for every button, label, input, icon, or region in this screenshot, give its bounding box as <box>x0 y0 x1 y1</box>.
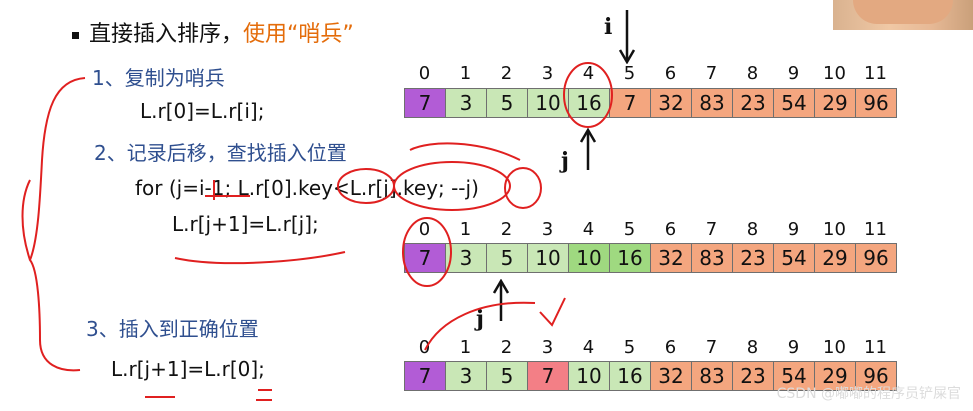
array-index-label: 11 <box>864 337 887 358</box>
array-index-label: 8 <box>746 337 759 358</box>
array-index-label: 11 <box>864 219 887 240</box>
array-cell: 32 <box>650 243 692 273</box>
array-cell: 32 <box>650 361 692 391</box>
array-index-label: 3 <box>541 337 554 358</box>
array-cell: 16 <box>609 361 651 391</box>
array-index-label: 1 <box>459 63 472 84</box>
array-index-label: 3 <box>541 219 554 240</box>
array-cell: 32 <box>650 88 692 118</box>
up-arrow-icon <box>492 279 510 321</box>
array-index-label: 9 <box>787 219 800 240</box>
array-index-label: 7 <box>705 219 718 240</box>
array-cell: 7 <box>404 88 446 118</box>
step-3-label: 3、插入到正确位置 <box>86 317 259 341</box>
array-index-label: 4 <box>582 337 595 358</box>
array-cell: 5 <box>486 88 528 118</box>
array-index-label: 11 <box>864 63 887 84</box>
array-cell: 7 <box>404 243 446 273</box>
array-cell: 83 <box>691 243 733 273</box>
up-arrow-icon <box>579 128 597 170</box>
slide-title: 直接插入排序，使用“哨兵” <box>72 16 354 48</box>
array-index-label: 8 <box>746 63 759 84</box>
array-index-label: 4 <box>582 219 595 240</box>
array-cell: 96 <box>855 88 897 118</box>
array-index-label: 9 <box>787 337 800 358</box>
marker-j-2: j <box>476 306 484 332</box>
array-cell: 23 <box>732 361 774 391</box>
watermark: CSDN @嘟嘟的程序员铲屎官 <box>776 386 961 402</box>
array-cell: 16 <box>568 88 610 118</box>
array-index-label: 10 <box>823 63 846 84</box>
code-line-3: L.r[j+1]=L.r[j]; <box>172 212 319 236</box>
step-1-label: 1、复制为哨兵 <box>92 66 225 90</box>
array-cell: 3 <box>445 243 487 273</box>
array-index-label: 6 <box>664 337 677 358</box>
down-arrow-icon <box>618 10 636 64</box>
array-index-label: 3 <box>541 63 554 84</box>
array-index-label: 0 <box>418 219 431 240</box>
array-index-label: 5 <box>623 337 636 358</box>
array-cell: 83 <box>691 88 733 118</box>
array-index-label: 6 <box>664 63 677 84</box>
array-cell: 5 <box>486 243 528 273</box>
array-cell: 7 <box>527 361 569 391</box>
array-cell: 10 <box>568 361 610 391</box>
title-highlight: 使用“哨兵” <box>243 22 354 47</box>
array-index-label: 2 <box>500 337 513 358</box>
array-index-label: 5 <box>623 219 636 240</box>
array-cell: 23 <box>732 243 774 273</box>
array-cell: 23 <box>732 88 774 118</box>
array-index-label: 2 <box>500 219 513 240</box>
marker-i: i <box>604 14 613 40</box>
array-index-label: 7 <box>705 337 718 358</box>
array-index-label: 1 <box>459 219 472 240</box>
array-cell: 96 <box>855 361 897 391</box>
array-cell: 7 <box>609 88 651 118</box>
array-cell: 29 <box>814 88 856 118</box>
array-index-label: 5 <box>623 63 636 84</box>
array-index-label: 7 <box>705 63 718 84</box>
array-index-label: 1 <box>459 337 472 358</box>
array-index-label: 4 <box>582 63 595 84</box>
array-cell: 54 <box>773 243 815 273</box>
array-cell: 54 <box>773 88 815 118</box>
presenter-face <box>853 0 953 24</box>
array-cell: 29 <box>814 243 856 273</box>
array-index-label: 6 <box>664 219 677 240</box>
marker-j-1: j <box>561 148 569 174</box>
array-index-label: 10 <box>823 219 846 240</box>
array-cell: 83 <box>691 361 733 391</box>
array-index-label: 2 <box>500 63 513 84</box>
array-cell: 96 <box>855 243 897 273</box>
array-cell: 3 <box>445 88 487 118</box>
step-2-label: 2、记录后移，查找插入位置 <box>94 141 347 165</box>
code-line-2: for (j=i-1; L.r[0].key<L.r[j].key; --j) <box>135 176 479 200</box>
array-index-label: 8 <box>746 219 759 240</box>
array-cell: 7 <box>404 361 446 391</box>
array-cell: 16 <box>609 243 651 273</box>
code-line-1: L.r[0]=L.r[i]; <box>140 99 265 123</box>
code-line-4: L.r[j+1]=L.r[0]; <box>111 357 265 381</box>
array-index-label: 9 <box>787 63 800 84</box>
array-index-label: 0 <box>418 337 431 358</box>
bullet-icon <box>72 31 79 39</box>
array-index-label: 0 <box>418 63 431 84</box>
array-cell: 5 <box>486 361 528 391</box>
array-index-label: 10 <box>823 337 846 358</box>
array-cell: 10 <box>527 243 569 273</box>
title-prefix: 直接插入排序， <box>89 22 244 47</box>
